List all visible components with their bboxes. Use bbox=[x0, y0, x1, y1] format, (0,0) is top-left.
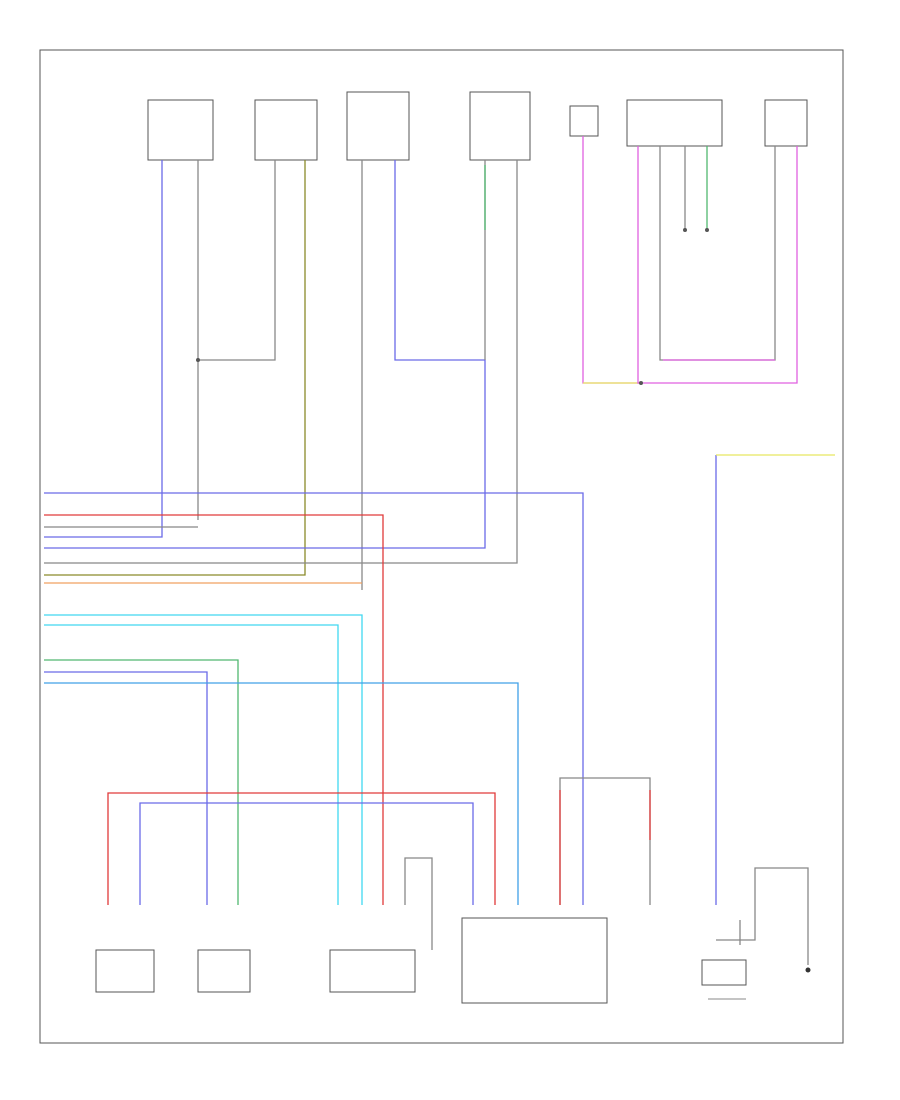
junction-node bbox=[805, 967, 811, 973]
module-box-right-illumination bbox=[461, 917, 608, 1004]
top-wires bbox=[44, 136, 798, 590]
module-box-lamp-connector bbox=[701, 959, 747, 986]
diagram-frame bbox=[39, 49, 844, 1044]
module-box-lower-left bbox=[95, 949, 155, 993]
top-modules bbox=[147, 91, 808, 161]
module-box-right-sensor bbox=[764, 99, 808, 147]
module-box-right-control bbox=[626, 99, 723, 147]
bottom-modules bbox=[95, 917, 811, 1004]
right-side-wires bbox=[715, 454, 835, 965]
module-box-front-lamp bbox=[346, 91, 410, 161]
lower-wires bbox=[107, 777, 651, 950]
module-box-top-sensor bbox=[569, 105, 599, 137]
module-box-front-sensor bbox=[329, 949, 416, 993]
module-box-right-front bbox=[469, 91, 531, 161]
middle-bus bbox=[44, 492, 584, 905]
module-box-audio-switch bbox=[254, 99, 318, 161]
module-box-wheel-sensor bbox=[197, 949, 251, 993]
module-box-left-rear bbox=[147, 99, 214, 161]
